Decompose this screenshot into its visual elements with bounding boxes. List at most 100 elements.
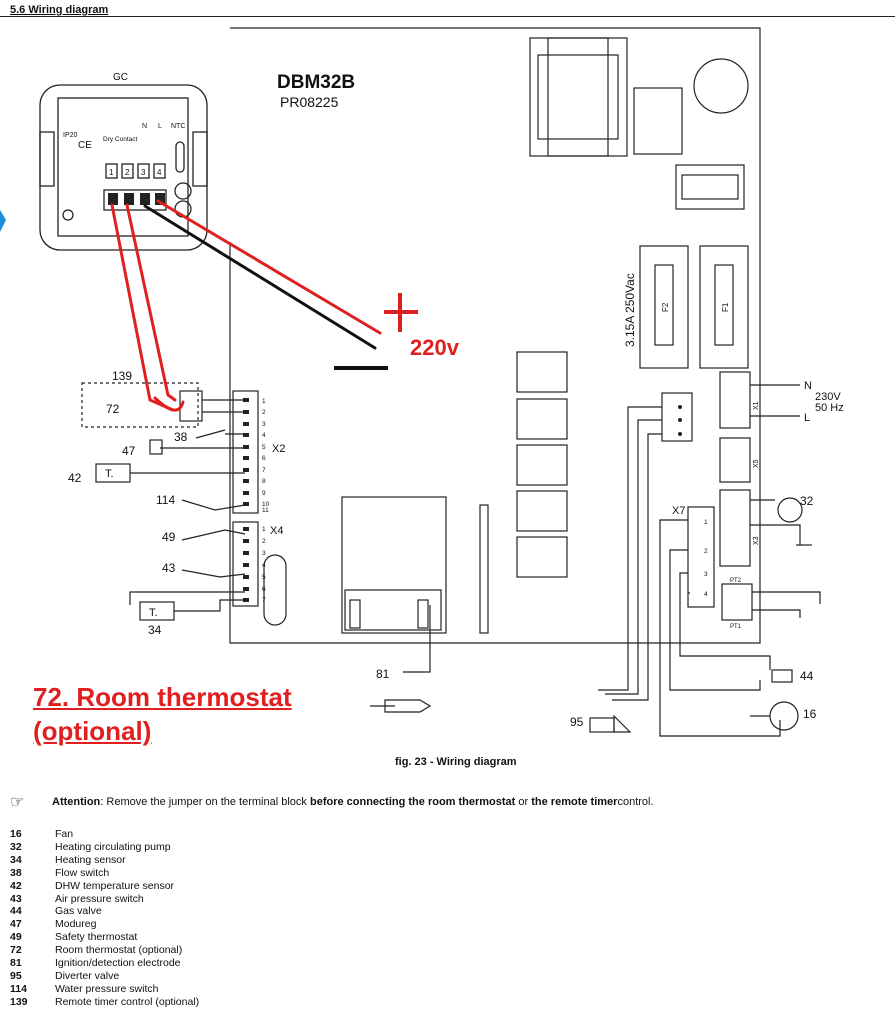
svg-text:3: 3: [704, 571, 708, 578]
svg-text:1: 1: [262, 398, 266, 405]
label-49: 49: [162, 530, 176, 544]
connector-x7-label: X7: [672, 505, 685, 517]
connector-x4-label: X4: [270, 525, 283, 537]
fuse-f1: [699, 245, 749, 369]
connector-pt2-label: PT2: [730, 578, 742, 584]
svg-text:1: 1: [109, 168, 114, 177]
board-outline: [229, 27, 761, 644]
label-dry-contact: Dry Contact: [103, 136, 138, 143]
svg-text:2: 2: [262, 409, 266, 416]
label-ip20: IP20: [63, 132, 78, 139]
fan-16: [769, 701, 799, 731]
connector-x1-label: X1: [753, 401, 760, 410]
pointing-hand-icon: ☞: [10, 794, 25, 811]
transformer: [529, 37, 628, 157]
label-n: N: [142, 123, 147, 130]
supply-freq: 50 Hz: [815, 402, 844, 414]
connector-x5-label: X5: [753, 459, 760, 468]
svg-text:7: 7: [262, 597, 266, 604]
label-139: 139: [112, 369, 132, 383]
ignition-transformer: [341, 496, 447, 634]
svg-text:6: 6: [262, 586, 266, 593]
connector-x4: [232, 521, 259, 607]
svg-text:4: 4: [157, 168, 162, 177]
svg-text:4: 4: [262, 432, 266, 439]
label-114: 114: [156, 493, 175, 507]
label-47: 47: [122, 444, 136, 458]
svg-text:11: 11: [262, 507, 269, 514]
connector-x7: [687, 506, 715, 608]
board-code: PR08225: [280, 94, 339, 110]
svg-text:4: 4: [262, 562, 266, 569]
svg-text:3: 3: [262, 550, 266, 557]
attention-label: Attention: [52, 796, 101, 808]
label-t2: T.: [149, 607, 158, 619]
component-bar: [675, 164, 745, 210]
connector-x3-label: X3: [753, 536, 760, 545]
label-72: 72: [106, 402, 120, 416]
svg-text:1: 1: [262, 526, 266, 533]
capacitor: [693, 58, 749, 114]
svg-text:7: 7: [262, 467, 266, 474]
label-42: 42: [68, 471, 82, 485]
label-44: 44: [800, 669, 814, 683]
annotation-line1: 72. Room thermostat: [33, 682, 292, 712]
fuse-f1-label: F1: [721, 302, 730, 312]
figure-caption: fig. 23 - Wiring diagram: [395, 756, 517, 768]
svg-text:9: 9: [262, 490, 266, 497]
attention-note: ☞ Attention: Remove the jumper on the te…: [10, 794, 654, 811]
svg-text:5: 5: [262, 444, 266, 451]
fuse-f2: [639, 245, 689, 369]
connector-x5: [719, 437, 751, 483]
svg-text:6: 6: [262, 455, 266, 462]
svg-text:3: 3: [262, 421, 266, 428]
label-ntc: NTC: [171, 123, 185, 130]
svg-text:3: 3: [141, 168, 146, 177]
connector-x2-label: X2: [272, 443, 285, 455]
svg-text:2: 2: [125, 168, 130, 177]
svg-text:4: 4: [704, 591, 708, 598]
section-title: 5.6 Wiring diagram: [10, 4, 109, 16]
svg-text:5: 5: [262, 574, 266, 581]
thermostat-gc: [39, 84, 208, 251]
label-81: 81: [376, 667, 390, 681]
svg-text:2: 2: [704, 548, 708, 555]
connector-x1: [719, 371, 751, 429]
label-95: 95: [570, 715, 584, 729]
connector-pt: [721, 583, 753, 621]
svg-text:2: 2: [262, 538, 266, 545]
supply-voltage: 230V: [815, 391, 841, 403]
fuse-f2-label: F2: [661, 302, 670, 312]
relay-top: [633, 87, 683, 155]
label-t1: T.: [105, 468, 114, 480]
connector-x2: [232, 390, 259, 514]
annotation-voltage: 220v: [410, 335, 460, 360]
svg-text:10: 10: [262, 501, 270, 508]
header-rule: [0, 16, 895, 17]
supply-l: L: [804, 412, 810, 424]
label-16: 16: [803, 707, 817, 721]
fuse-rating: 3.15A 250Vac: [623, 273, 637, 347]
label-34: 34: [148, 623, 162, 637]
label-43: 43: [162, 561, 176, 575]
label-32: 32: [800, 494, 814, 508]
pump-32: [777, 497, 803, 523]
svg-text:1: 1: [704, 519, 708, 526]
wiring-diagram: DBM32B PR08225 3.15A 250Vac F2 F1 GC IP2…: [0, 27, 844, 737]
room-thermostat-annotation: 72. Room thermostat (optional): [33, 680, 292, 748]
board-model: DBM32B: [277, 72, 355, 93]
